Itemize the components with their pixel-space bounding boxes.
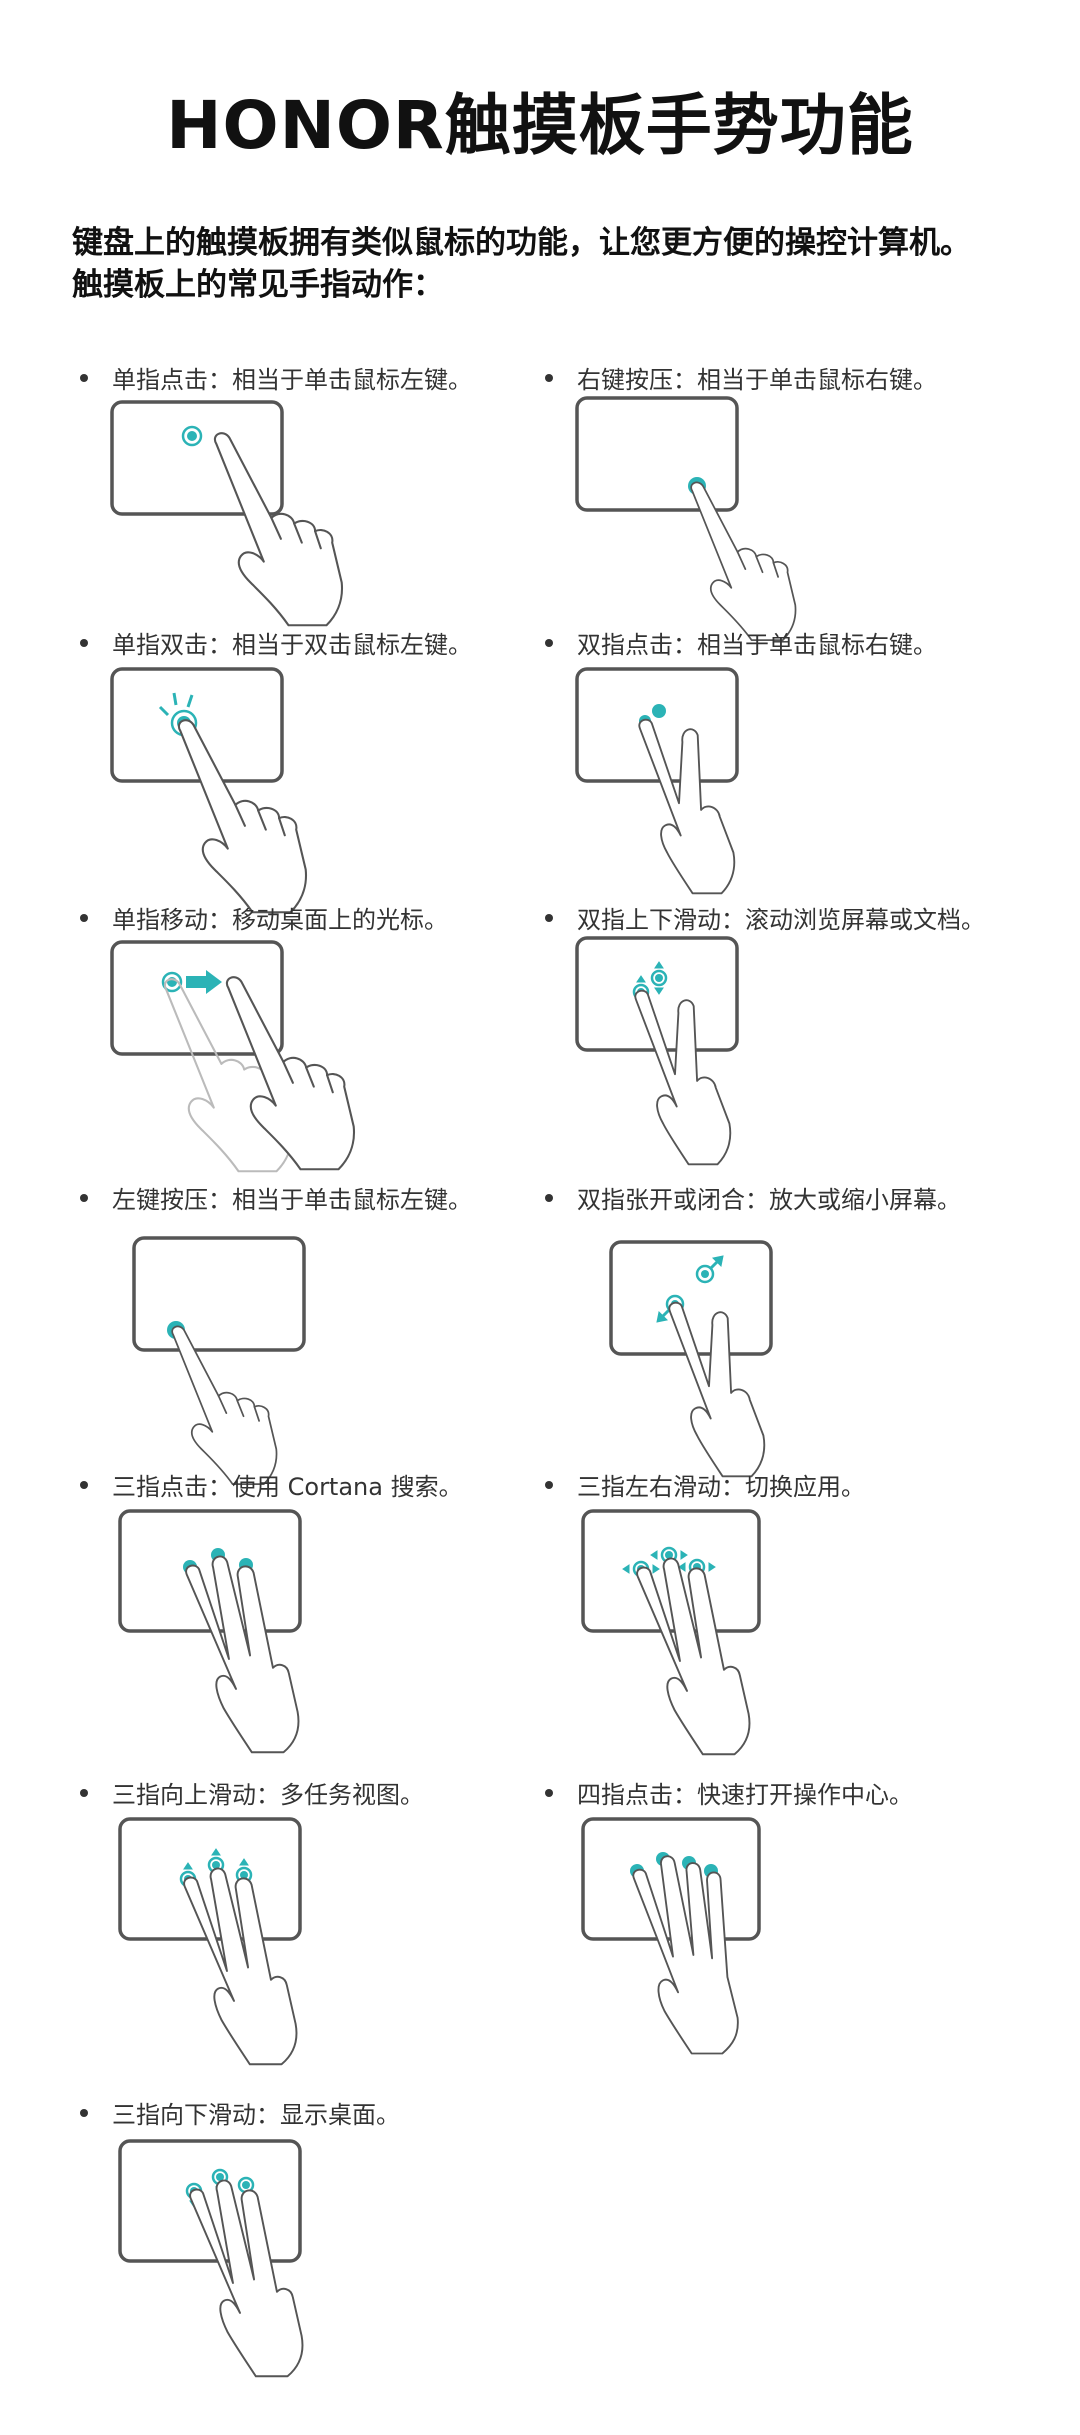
gesture-label: 单指双击：相当于双击鼠标左键。 bbox=[112, 631, 472, 659]
three-finger-swipe-up-icon bbox=[118, 1817, 302, 2066]
left-press-icon bbox=[132, 1236, 306, 1485]
gesture-label: 四指点击：快速打开操作中心。 bbox=[577, 1781, 913, 1809]
bullet-icon bbox=[545, 374, 553, 382]
gesture-label: 双指上下滑动：滚动浏览屏幕或文档。 bbox=[577, 906, 985, 934]
gesture-label: 单指点击：相当于单击鼠标左键。 bbox=[112, 366, 472, 394]
two-finger-scroll-icon bbox=[575, 936, 739, 1166]
three-finger-tap-icon bbox=[118, 1509, 302, 1754]
three-finger-swipe-down-icon bbox=[118, 2139, 304, 2378]
bullet-icon bbox=[545, 1194, 553, 1202]
gesture-label: 双指张开或闭合：放大或缩小屏幕。 bbox=[577, 1186, 961, 1214]
bullet-icon bbox=[80, 1481, 88, 1489]
bullet-icon bbox=[80, 639, 88, 647]
four-finger-tap-icon bbox=[581, 1817, 761, 2055]
intro-line-1: 键盘上的触摸板拥有类似鼠标的功能，让您更方便的操控计算机。 bbox=[72, 225, 971, 261]
gesture-label: 三指左右滑动：切换应用。 bbox=[577, 1473, 865, 1501]
two-finger-tap-icon bbox=[575, 667, 739, 895]
two-finger-pinch-icon bbox=[609, 1240, 773, 1478]
one-finger-move-icon bbox=[110, 940, 356, 1173]
bullet-icon bbox=[80, 2109, 88, 2117]
bullet-icon bbox=[80, 1194, 88, 1202]
bullet-icon bbox=[80, 1789, 88, 1797]
gesture-label: 三指向下滑动：显示桌面。 bbox=[112, 2101, 400, 2129]
bullet-icon bbox=[545, 1481, 553, 1489]
page-title: HONOR触摸板手势功能 bbox=[166, 87, 914, 164]
gesture-label: 单指移动：移动桌面上的光标。 bbox=[112, 906, 448, 934]
bullet-icon bbox=[545, 914, 553, 922]
intro-text: 键盘上的触摸板拥有类似鼠标的功能，让您更方便的操控计算机。 触摸板上的常见手指动… bbox=[72, 222, 971, 306]
gesture-label: 双指点击：相当于单击鼠标右键。 bbox=[577, 631, 937, 659]
gesture-label: 右键按压：相当于单击鼠标右键。 bbox=[577, 366, 937, 394]
gesture-label: 三指点击：使用 Cortana 搜索。 bbox=[112, 1473, 463, 1501]
bullet-icon bbox=[545, 639, 553, 647]
bullet-icon bbox=[545, 1789, 553, 1797]
one-finger-tap-icon bbox=[110, 400, 344, 627]
one-finger-double-tap-icon bbox=[110, 667, 308, 914]
gesture-label: 左键按压：相当于单击鼠标左键。 bbox=[112, 1186, 472, 1214]
intro-line-2: 触摸板上的常见手指动作： bbox=[72, 267, 444, 303]
right-press-icon bbox=[575, 396, 797, 641]
bullet-icon bbox=[80, 914, 88, 922]
gesture-label: 三指向上滑动：多任务视图。 bbox=[112, 1781, 424, 1809]
bullet-icon bbox=[80, 374, 88, 382]
three-finger-swipe-horizontal-icon bbox=[581, 1509, 761, 1756]
